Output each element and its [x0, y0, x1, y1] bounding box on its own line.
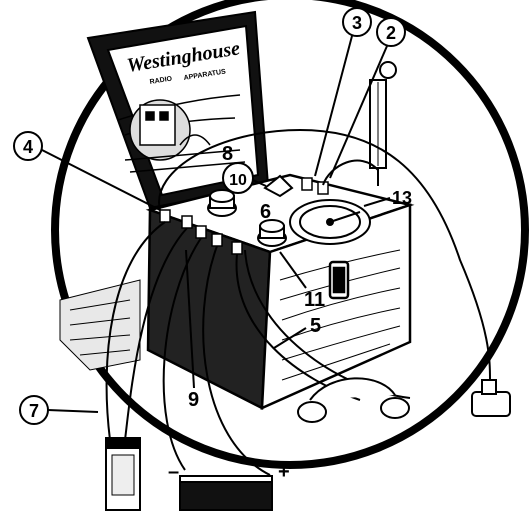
callout-6: 6: [260, 201, 271, 223]
callout-8-label: 8: [222, 143, 233, 165]
callout-2-label: 2: [386, 23, 396, 43]
callout-3: 3: [315, 8, 371, 176]
callout-3-label: 3: [352, 13, 362, 33]
callout-5-label: 5: [310, 315, 321, 337]
receiver-box: [148, 175, 410, 408]
callout-2: 2: [330, 18, 405, 178]
callout-4-label: 4: [23, 137, 33, 157]
callout-10-label: 10: [229, 172, 247, 189]
table-surface: [60, 280, 140, 370]
battery-minus: –: [168, 461, 179, 483]
callout-7-label: 7: [29, 401, 39, 421]
callout-13-label: 13: [392, 188, 412, 208]
b-battery: [180, 476, 272, 510]
callout-11-label: 11: [304, 289, 325, 311]
ground-clamp: [472, 380, 510, 416]
dry-cell-battery: [106, 438, 140, 510]
callout-8: 8: [222, 143, 233, 165]
callout-9-label: 9: [188, 389, 199, 411]
callout-7: 7: [20, 396, 98, 424]
battery-plus: +: [278, 461, 290, 483]
callout-6-label: 6: [260, 201, 271, 223]
tuning-dial: [290, 200, 370, 244]
